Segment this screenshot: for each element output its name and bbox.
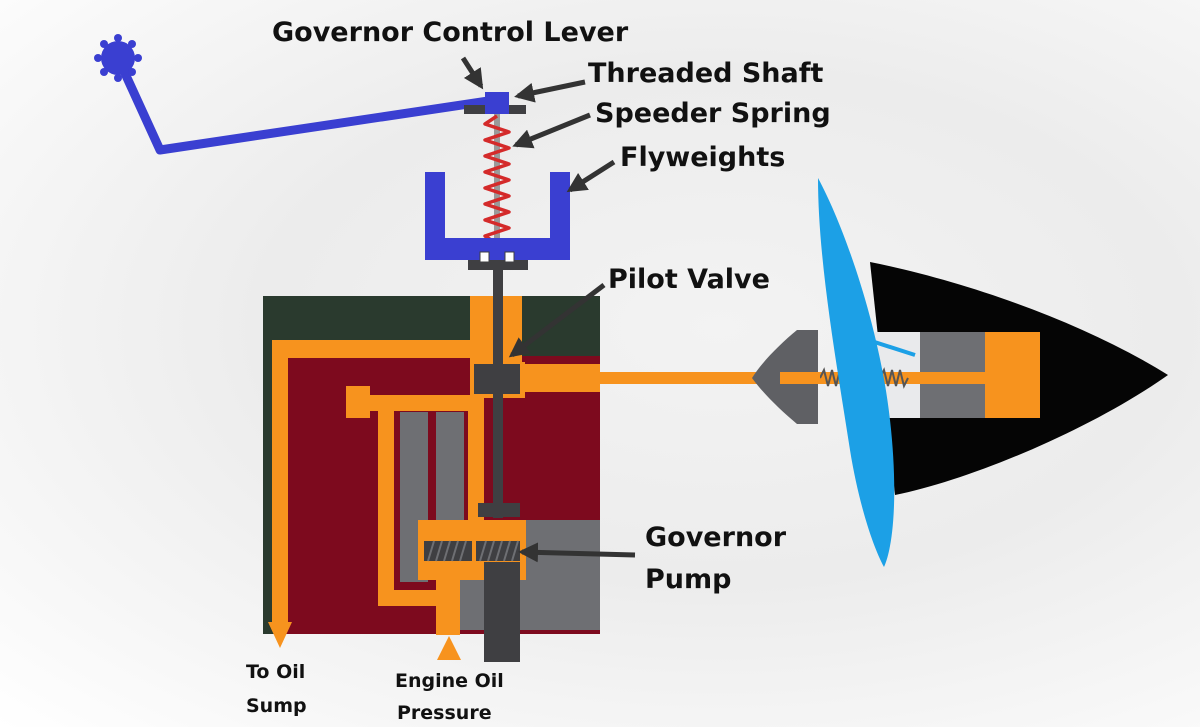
- label-to-oil-sump-line1: To Oil: [246, 661, 305, 683]
- leader-pilot-valve: [508, 283, 606, 358]
- leader-threaded-shaft: [514, 79, 586, 103]
- labels: Governor Control Lever Threaded Shaft Sp…: [246, 17, 831, 724]
- label-to-oil-sump-line2: Sump: [246, 695, 307, 717]
- governor-pump: [424, 540, 520, 662]
- leader-governor-control-lever: [460, 56, 484, 90]
- pilot-valve: [474, 268, 520, 518]
- leader-governor-pump: [518, 542, 636, 563]
- flow-arrows: [268, 622, 461, 660]
- spring-coil: [483, 114, 511, 246]
- label-engine-oil-pressure-line1: Engine Oil: [395, 670, 504, 692]
- propeller-hub: [752, 262, 1168, 495]
- to-oil-sump-arrow: [268, 622, 292, 648]
- speeder-spring: [483, 114, 511, 252]
- label-governor-pump-line2: Pump: [645, 564, 731, 595]
- flyweights: [425, 172, 570, 270]
- leader-speeder-spring: [512, 112, 591, 149]
- leader-flyweights: [566, 159, 616, 193]
- governor-control-lever: [94, 34, 500, 155]
- pilot-valve-land: [474, 364, 520, 394]
- leader-arrows: [460, 56, 636, 563]
- engine-oil-pressure-arrow: [437, 636, 461, 660]
- label-threaded-shaft: Threaded Shaft: [588, 58, 823, 89]
- label-pilot-valve: Pilot Valve: [608, 264, 770, 295]
- label-governor-control-lever: Governor Control Lever: [272, 17, 629, 48]
- label-speeder-spring: Speeder Spring: [595, 98, 831, 129]
- piston: [985, 332, 1040, 418]
- threaded-shaft: [464, 92, 526, 114]
- propeller-blade: [818, 178, 895, 567]
- lever-knob: [101, 41, 135, 75]
- flyweight-cup: [425, 172, 570, 260]
- lever-arm: [113, 53, 500, 155]
- label-governor-pump-line1: Governor: [645, 522, 787, 553]
- pump-drive-shaft: [484, 562, 520, 662]
- lever-knob-teeth: [94, 34, 142, 82]
- label-flyweights: Flyweights: [620, 142, 785, 173]
- label-engine-oil-pressure-line2: Pressure: [397, 702, 492, 724]
